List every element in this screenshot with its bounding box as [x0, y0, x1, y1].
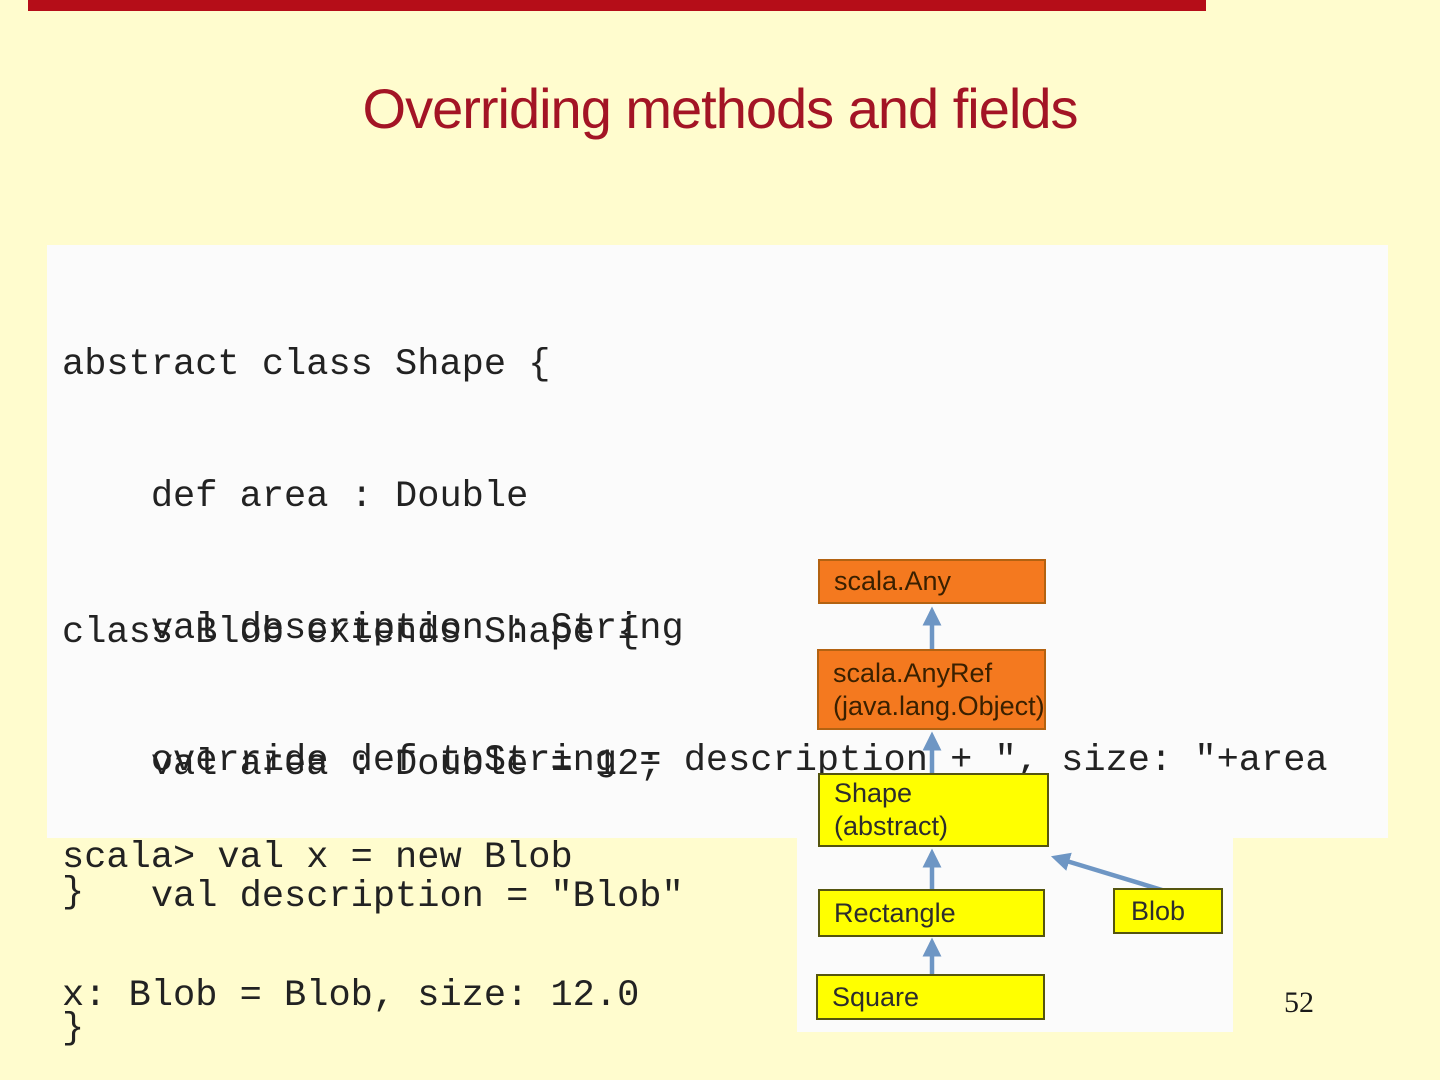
code-line: }	[62, 872, 85, 914]
node-sublabel: (abstract)	[834, 811, 949, 841]
node-label: Rectangle	[834, 897, 956, 928]
inheritance-arrows	[922, 606, 1163, 975]
code-block-blob: class Blob extends Shape { val area : Do…	[62, 523, 684, 1080]
code-line: val description = "Blob"	[62, 876, 684, 918]
diagram-node-shape: Shape (abstract)	[818, 773, 1049, 847]
node-sublabel: (java.lang.Object)	[833, 690, 1045, 721]
code-line: val description : String	[62, 608, 684, 650]
code-block-repl: scala> val x = new Blob x: Blob = Blob, …	[62, 743, 639, 1080]
diagram-node-scala-anyref: scala.AnyRef (java.lang.Object)	[817, 649, 1046, 730]
repl-output-line: x: Blob = Blob, size: 12.0	[62, 975, 640, 1017]
node-label: scala.AnyRef	[833, 657, 993, 688]
code-line: val area : Double = 12;	[62, 744, 662, 786]
code-line: override def toString = description + ",…	[62, 740, 1328, 782]
node-label: Square	[832, 981, 920, 1012]
code-line: }	[62, 1008, 85, 1050]
top-accent-bar	[28, 0, 1206, 11]
node-label: scala.Any	[834, 566, 952, 596]
code-line: def area : Double	[62, 476, 529, 518]
diagram-node-blob: Blob	[1113, 888, 1223, 934]
node-label: Blob	[1131, 895, 1186, 926]
slide-title: Overriding methods and fields	[362, 77, 1079, 140]
code-line: abstract class Shape {	[62, 344, 551, 386]
code-block-shape: abstract class Shape { def area : Double…	[62, 255, 1328, 1003]
diagram-node-rectangle: Rectangle	[818, 889, 1045, 937]
code-line: class Blob extends Shape {	[62, 612, 640, 654]
diagram-node-square: Square	[816, 974, 1045, 1020]
page-number: 52	[1284, 986, 1314, 1019]
diagram-node-scala-any: scala.Any	[818, 559, 1046, 604]
arrow-blob-to-shape	[1050, 852, 1163, 893]
node-label: Shape	[834, 778, 913, 808]
repl-input-line: scala> val x = new Blob	[62, 837, 573, 879]
